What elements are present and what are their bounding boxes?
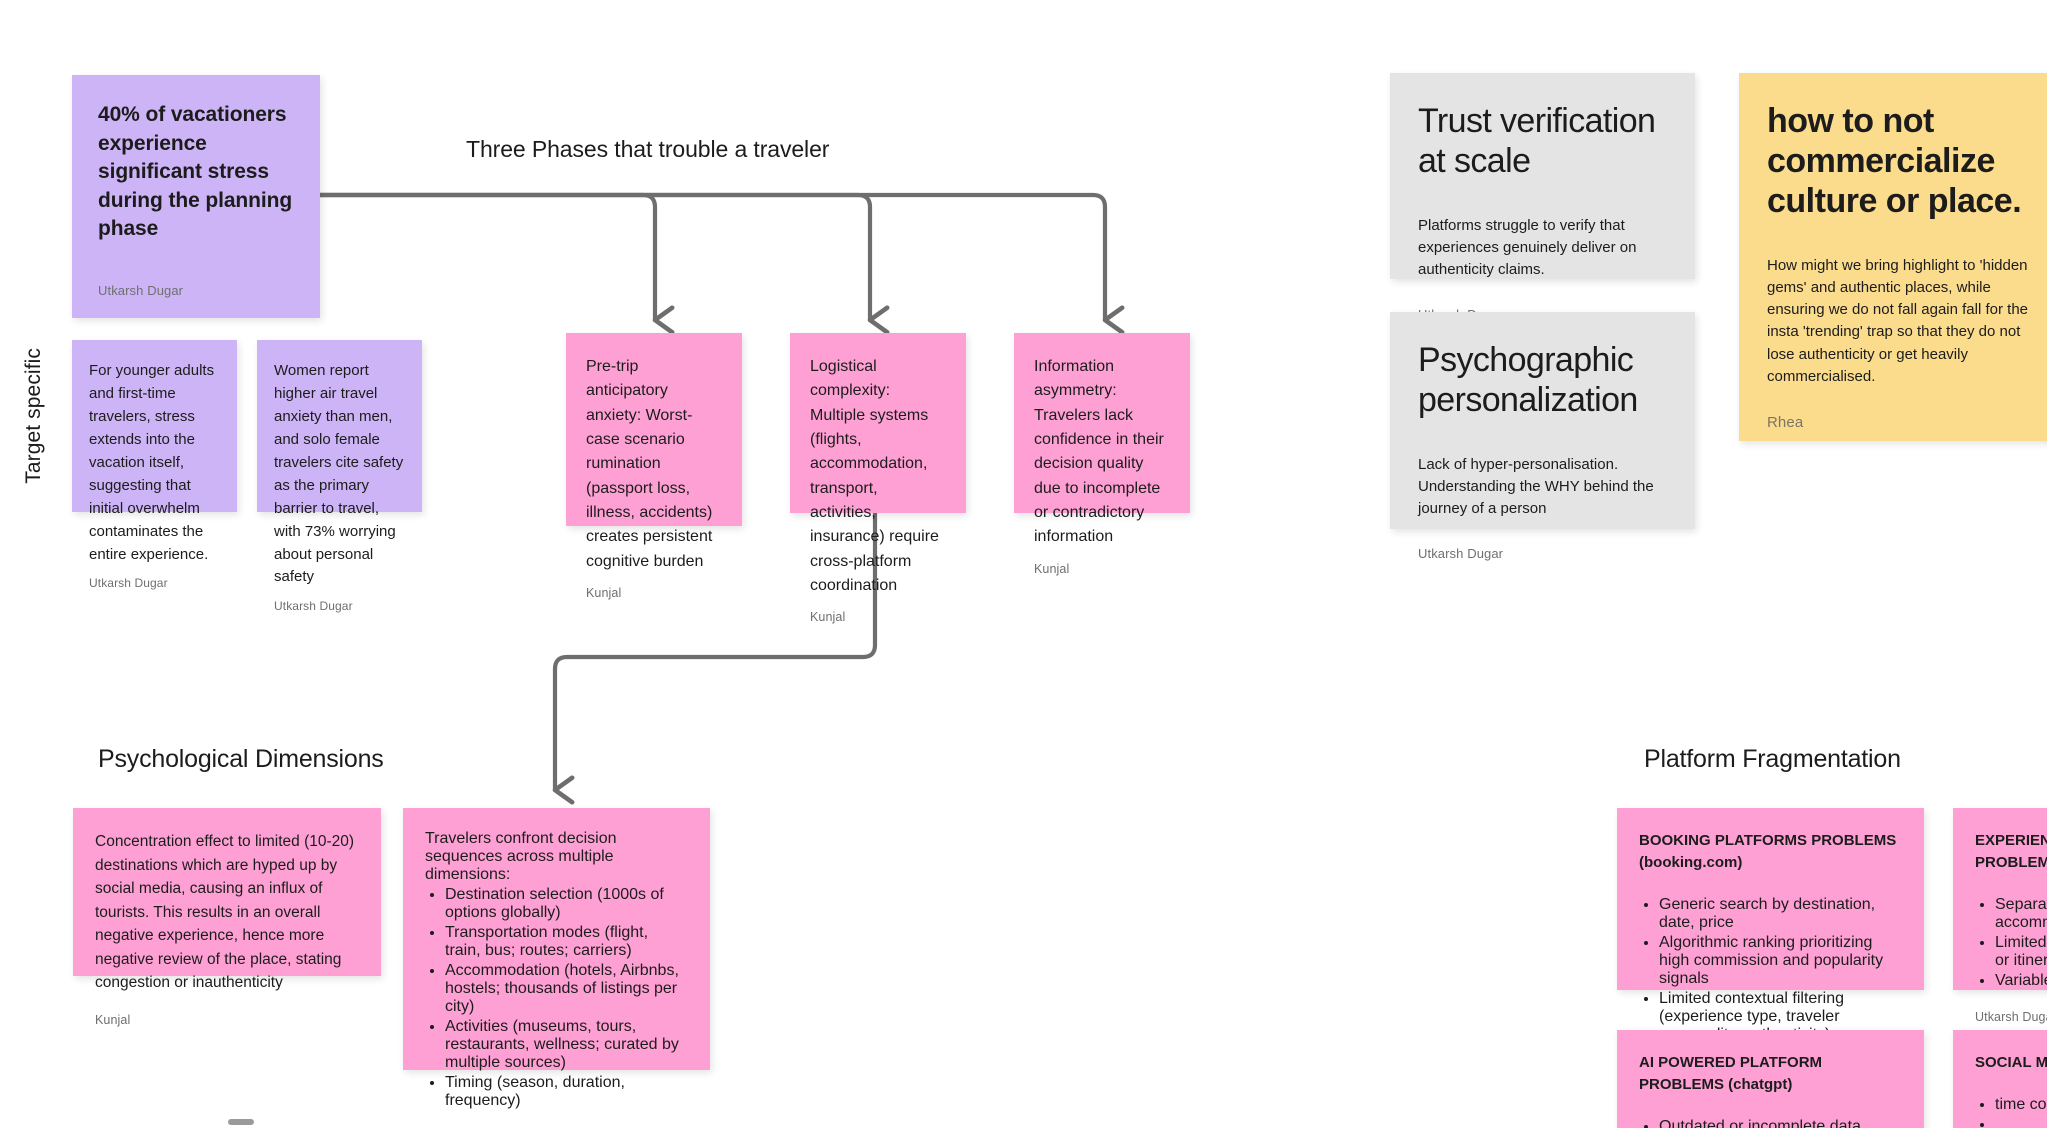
note-bullet-list: time consuming <box>1995 1096 2047 1128</box>
list-item: Limited cross-category bundling or itine… <box>1995 934 2047 970</box>
lane-label-target-specific: Target specific <box>22 348 45 484</box>
list-item: Algorithmic ranking prioritizing high co… <box>1659 934 1902 988</box>
list-item: time consuming <box>1995 1096 2047 1114</box>
frame-drag-handle[interactable] <box>228 1119 254 1125</box>
sticky-note-phase-2[interactable]: Logistical complexity: Multiple systems … <box>790 333 966 624</box>
concept-card-commercialize-culture[interactable]: how to not commercialize culture or plac… <box>1739 73 2047 441</box>
note-author: Kunjal <box>810 610 846 625</box>
list-item: Destination selection (1000s of options … <box>445 886 688 922</box>
sticky-note-booking-platforms[interactable]: BOOKING PLATFORMS PROBLEMS (booking.com)… <box>1617 808 1924 1078</box>
sticky-note-experience-platforms[interactable]: EXPERIENCE PLATFORMS PROBLEMS (getyourgu… <box>1953 808 2047 1024</box>
list-item: Transportation modes (flight, train, bus… <box>445 924 688 960</box>
section-title-three-phases: Three Phases that trouble a traveler <box>466 136 830 162</box>
note-bullet-list: Destination selection (1000s of options … <box>445 886 688 1112</box>
card-title: Psychographic personalization <box>1418 341 1638 420</box>
note-caption: AI POWERED PLATFORM PROBLEMS (chatgpt) <box>1639 1054 1823 1093</box>
note-author: Kunjal <box>1034 561 1070 576</box>
note-author: Utkarsh Dugar <box>274 599 353 614</box>
sticky-note-concentration-effect[interactable]: Concentration effect to limited (10-20) … <box>73 808 381 1027</box>
note-author: Utkarsh Dugar <box>1975 1009 2047 1024</box>
note-author: Utkarsh Dugar <box>98 283 184 298</box>
note-caption: BOOKING PLATFORMS PROBLEMS (booking.com) <box>1639 832 1897 871</box>
note-text: For younger adults and first-time travel… <box>89 362 215 563</box>
note-text: Women report higher air travel anxiety t… <box>274 362 404 586</box>
note-text: Logistical complexity: Multiple systems … <box>810 358 939 594</box>
list-item <box>1995 1116 2047 1128</box>
note-text: Information asymmetry: Travelers lack co… <box>1034 358 1164 546</box>
sticky-note-target-1[interactable]: For younger adults and first-time travel… <box>72 340 237 590</box>
note-author: Utkarsh Dugar <box>89 576 168 591</box>
card-title: how to not commercialize culture or plac… <box>1767 102 2022 221</box>
concept-card-psychographic-personalization[interactable]: Psychographic personalization Lack of hy… <box>1390 312 1695 561</box>
list-item: Timing (season, duration, frequency) <box>445 1074 688 1110</box>
note-bullet-list: Outdated or incomplete data (GDS systems… <box>1659 1118 1902 1128</box>
sticky-note-phase-1[interactable]: Pre-trip anticipatory anxiety: Worst-cas… <box>566 333 742 600</box>
sticky-note-phase-3[interactable]: Information asymmetry: Travelers lack co… <box>1014 333 1190 576</box>
card-description: Platforms struggle to verify that experi… <box>1418 217 1637 279</box>
concept-card-trust-verification[interactable]: Trust verification at scale Platforms st… <box>1390 73 1695 322</box>
sticky-note-decision-sequences[interactable]: Travelers confront decision sequences ac… <box>403 808 710 1109</box>
list-item: Accommodation (hotels, Airbnbs, hostels;… <box>445 962 688 1016</box>
card-title: Trust verification at scale <box>1418 102 1656 181</box>
list-item: Outdated or incomplete data (GDS systems… <box>1659 1118 1902 1128</box>
note-text: Concentration effect to limited (10-20) … <box>95 833 355 992</box>
sticky-note-hero[interactable]: 40% of vacationers experience significan… <box>72 75 320 318</box>
list-item: Variable curation quality <box>1995 972 2047 990</box>
sticky-note-social-media[interactable]: SOCIAL MEDIA time consuming <box>1953 1030 2047 1128</box>
sticky-note-ai-powered-platforms[interactable]: AI POWERED PLATFORM PROBLEMS (chatgpt) O… <box>1617 1030 1924 1128</box>
card-description: How might we bring highlight to 'hidden … <box>1767 257 2028 385</box>
note-caption: SOCIAL MEDIA <box>1975 1054 2047 1071</box>
list-item: Generic search by destination, date, pri… <box>1659 896 1902 932</box>
note-author: Kunjal <box>586 585 622 600</box>
note-caption: EXPERIENCE PLATFORMS PROBLEMS (getyourgu… <box>1975 832 2047 871</box>
note-bullet-list: Separate user journey from accommodation… <box>1995 896 2047 992</box>
note-text: Pre-trip anticipatory anxiety: Worst-cas… <box>586 358 713 570</box>
note-lead-text: Travelers confront decision sequences ac… <box>425 830 617 883</box>
list-item: Activities (museums, tours, restaurants,… <box>445 1018 688 1072</box>
card-description: Lack of hyper-personalisation. Understan… <box>1418 456 1654 518</box>
note-text: 40% of vacationers experience significan… <box>98 103 293 241</box>
card-author: Rhea <box>1767 413 1804 431</box>
note-bullet-list: Generic search by destination, date, pri… <box>1659 896 1902 1046</box>
section-title-psychological-dimensions: Psychological Dimensions <box>98 745 384 773</box>
list-item: Separate user journey from accommodation… <box>1995 896 2047 932</box>
sticky-note-target-2[interactable]: Women report higher air travel anxiety t… <box>257 340 422 613</box>
note-author: Kunjal <box>95 1012 131 1027</box>
card-author: Utkarsh Dugar <box>1418 546 1504 562</box>
section-title-platform-fragmentation: Platform Fragmentation <box>1644 745 1901 773</box>
